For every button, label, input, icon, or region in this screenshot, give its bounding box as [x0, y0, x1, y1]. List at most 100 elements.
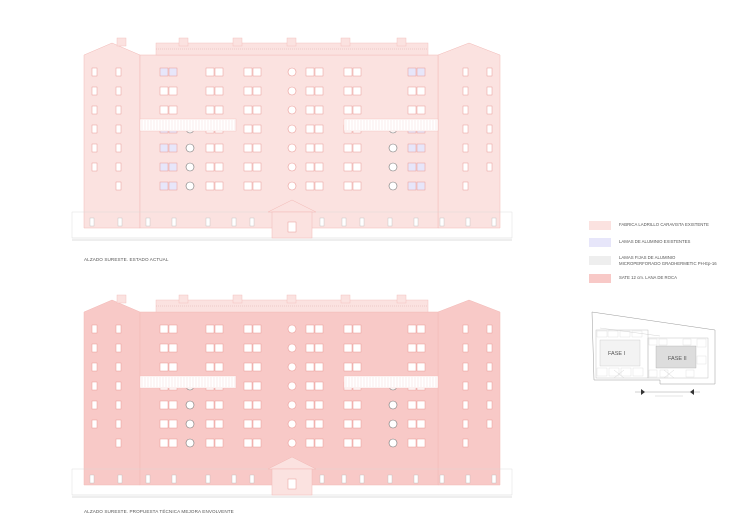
- window: [214, 362, 224, 372]
- window: [352, 362, 362, 372]
- chimney: [232, 294, 243, 304]
- window: [343, 343, 353, 353]
- window: [314, 67, 324, 77]
- window: [159, 362, 169, 372]
- terrace-band: [139, 375, 237, 389]
- window: [486, 105, 493, 115]
- window: [462, 400, 469, 410]
- window: [305, 143, 315, 153]
- ground-opening: [413, 217, 419, 227]
- window: [243, 124, 253, 134]
- window: [91, 419, 98, 429]
- legend-item-louvres: LAMAS DE ALUMINIO EXISTENTES: [589, 236, 739, 250]
- window: [168, 343, 178, 353]
- window: [159, 400, 169, 410]
- window: [243, 181, 253, 191]
- window: [462, 162, 469, 172]
- window: [416, 438, 426, 448]
- window: [314, 419, 324, 429]
- elevation-existing: [71, 37, 513, 241]
- round-window: [185, 181, 195, 191]
- window: [343, 400, 353, 410]
- window: [462, 181, 469, 191]
- window: [407, 362, 417, 372]
- window: [91, 67, 98, 77]
- window: [407, 343, 417, 353]
- caption-proposed: ALZADO SURESTE. PROPUESTA TÉCNICA MEJORA…: [84, 509, 234, 514]
- ground-opening: [465, 474, 471, 484]
- ground-opening: [439, 217, 445, 227]
- legend-item-brick: FABRICA LADRILLO CARAVISTA EXISTENTE: [589, 219, 739, 233]
- window: [416, 105, 426, 115]
- window: [115, 400, 122, 410]
- ground-opening: [387, 217, 393, 227]
- window: [252, 143, 262, 153]
- window: [305, 343, 315, 353]
- window: [343, 67, 353, 77]
- window: [352, 105, 362, 115]
- window: [462, 324, 469, 334]
- window: [314, 124, 324, 134]
- round-window: [287, 324, 297, 334]
- window: [252, 162, 262, 172]
- window: [314, 381, 324, 391]
- round-window: [388, 162, 398, 172]
- window: [205, 324, 215, 334]
- window: [305, 162, 315, 172]
- window: [168, 324, 178, 334]
- window: [205, 438, 215, 448]
- ground-opening: [439, 474, 445, 484]
- legend-swatch-perforated: [589, 256, 611, 265]
- window: [159, 105, 169, 115]
- window: [243, 86, 253, 96]
- round-window: [287, 343, 297, 353]
- window: [243, 419, 253, 429]
- window: [243, 438, 253, 448]
- ground-opening: [249, 474, 255, 484]
- window: [115, 105, 122, 115]
- key-plan-fase-1: FASE I: [608, 351, 626, 357]
- window: [343, 105, 353, 115]
- round-window: [287, 162, 297, 172]
- round-window: [388, 419, 398, 429]
- window: [214, 181, 224, 191]
- window: [243, 162, 253, 172]
- window: [486, 381, 493, 391]
- window: [486, 162, 493, 172]
- window: [214, 438, 224, 448]
- round-window: [388, 143, 398, 153]
- round-window: [388, 400, 398, 410]
- window: [205, 143, 215, 153]
- window: [214, 143, 224, 153]
- round-window: [287, 419, 297, 429]
- legend-swatch-louvres: [589, 238, 611, 247]
- door: [287, 478, 297, 490]
- window: [486, 362, 493, 372]
- window: [352, 400, 362, 410]
- window: [305, 105, 315, 115]
- window: [314, 324, 324, 334]
- window: [486, 324, 493, 334]
- window: [214, 86, 224, 96]
- window: [314, 105, 324, 115]
- window: [115, 86, 122, 96]
- window: [168, 105, 178, 115]
- window: [115, 67, 122, 77]
- window: [91, 86, 98, 96]
- chimney: [178, 294, 189, 304]
- ground-opening: [491, 217, 497, 227]
- window: [252, 181, 262, 191]
- window: [352, 419, 362, 429]
- window: [352, 181, 362, 191]
- round-window: [388, 181, 398, 191]
- round-window: [185, 400, 195, 410]
- window: [168, 162, 178, 172]
- window: [205, 343, 215, 353]
- round-window: [287, 381, 297, 391]
- window: [91, 343, 98, 353]
- ground-opening: [319, 217, 325, 227]
- ground-opening: [171, 217, 177, 227]
- window: [91, 105, 98, 115]
- window: [407, 419, 417, 429]
- ground-opening: [145, 474, 151, 484]
